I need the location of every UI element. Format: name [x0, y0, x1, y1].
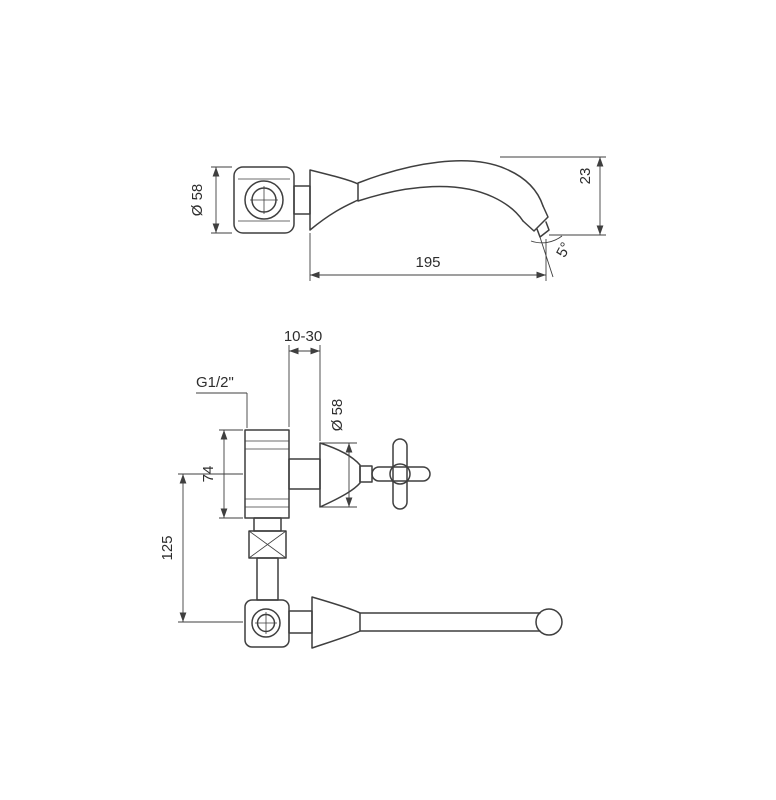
- handle-stem: [359, 465, 373, 483]
- elbow-outer-circle: [251, 608, 281, 638]
- valve-body-detail-lines: [245, 440, 289, 508]
- outlet-drop-label: 23: [577, 168, 594, 185]
- flange-centerline-cross: [250, 186, 278, 214]
- outlet-drop-extension-lines: [500, 156, 606, 236]
- escutcheon-diameter-label: Ø 58: [329, 399, 346, 432]
- spout-end-ball: [535, 608, 563, 636]
- handle-vertical-arm: [392, 438, 408, 510]
- valve-neck: [288, 458, 321, 490]
- handle-horizontal-arm: [371, 466, 431, 482]
- spout-tube-plan: [359, 612, 541, 632]
- plan-view: 10-30 G1/2" Ø 58 74 125: [159, 328, 563, 649]
- flange-diameter-label: Ø 58: [189, 184, 206, 217]
- spout-upper-curve: [357, 160, 544, 207]
- flange-outer-circle: [244, 180, 284, 220]
- valve-escutcheon-bell: [319, 442, 361, 508]
- flange-diameter-extension-lines: [211, 166, 232, 234]
- thread-size-leader-line: [196, 392, 248, 428]
- spout-lower-curve: [357, 185, 524, 222]
- axis-distance-label: 125: [159, 535, 176, 560]
- flange-plate-rim-lines: [238, 178, 290, 222]
- side-view: Ø 58 23 195 5°: [189, 156, 606, 281]
- elbow-centerline-cross: [255, 612, 277, 634]
- adapter-fitting: [253, 517, 282, 532]
- wall-adjustment-extension-lines: [288, 345, 321, 441]
- spout-end-cap: [522, 205, 549, 232]
- wall-adjustment-label: 10-30: [284, 328, 322, 345]
- spout-escutcheon-plan: [311, 596, 361, 649]
- axis-distance-extension-lines: [178, 473, 243, 623]
- spout-reach-label: 195: [415, 254, 440, 271]
- spout-neck-plan: [288, 610, 313, 634]
- side-escutcheon-bell: [309, 169, 359, 231]
- thread-size-label: G1/2": [196, 374, 234, 391]
- handle-hub: [389, 463, 411, 485]
- valve-body-outline: [244, 429, 290, 519]
- drop-pipe: [256, 557, 279, 601]
- outlet-angle-arc: [530, 235, 563, 244]
- outlet-angle-label: 5°: [553, 240, 575, 261]
- union-nut-hatching: [248, 530, 287, 559]
- outlet-angle-reference-line: [537, 230, 554, 278]
- side-neck: [293, 185, 311, 215]
